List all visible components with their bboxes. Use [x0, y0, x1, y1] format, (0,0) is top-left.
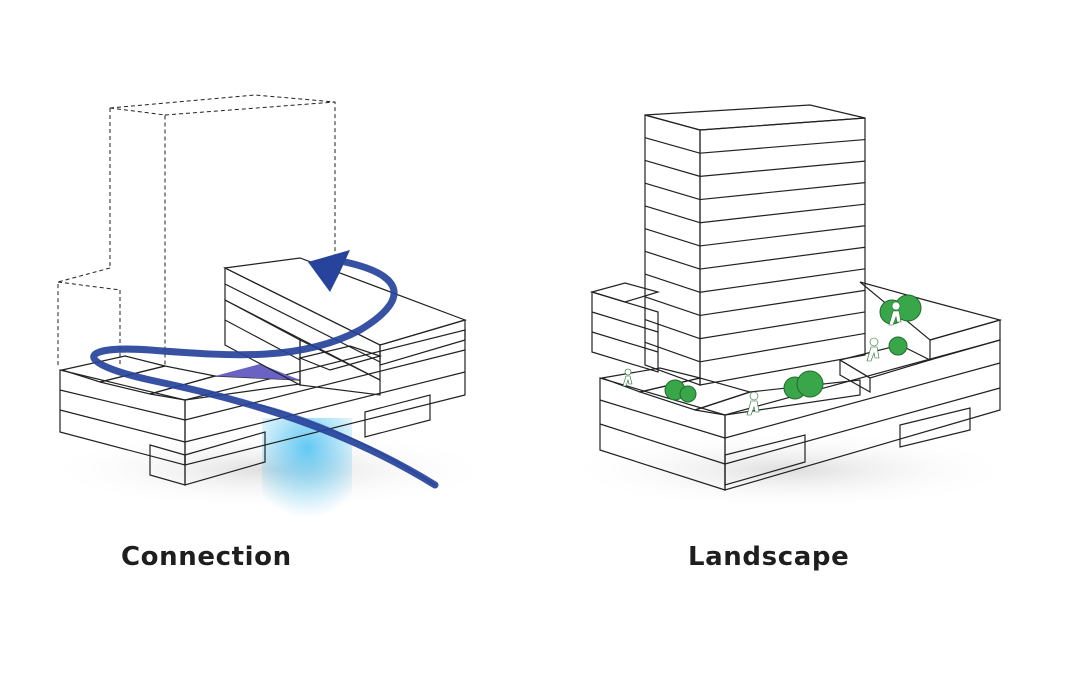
- landscape-diagram: [560, 104, 1020, 510]
- tower-floor-line: [699, 225, 866, 247]
- pilotis-right: [364, 394, 431, 438]
- tower-floor-line: [644, 250, 701, 270]
- tower-floor-line: [644, 228, 701, 247]
- tower-floor-line: [699, 332, 866, 363]
- pilotis-left: [149, 431, 266, 486]
- tower-floor-line: [699, 203, 866, 224]
- podium-base: [599, 339, 1001, 491]
- tower-floor-line: [644, 341, 701, 363]
- tower-floor-line: [644, 182, 701, 201]
- tower-floor-line: [699, 268, 866, 293]
- landscape-panel: Landscape: [540, 0, 1080, 683]
- caption-connection: Connection: [121, 542, 292, 572]
- connection-diagram: [40, 94, 500, 518]
- tower-floor-line: [644, 273, 701, 293]
- flow-arrow-icon: [90, 250, 439, 489]
- tower-floor-line: [699, 289, 866, 317]
- ground-shadow: [560, 430, 1020, 510]
- connection-panel: Connection: [40, 94, 500, 572]
- tower-floor-line: [699, 160, 866, 177]
- tower-floor-line: [644, 137, 701, 154]
- tower-floor-line: [644, 205, 701, 224]
- tower-floor-line: [699, 311, 866, 340]
- tower-floor-line: [699, 138, 866, 154]
- tower-floor-line: [644, 318, 701, 340]
- pedestrian-icon: [622, 301, 902, 416]
- tower-floor-line: [644, 296, 701, 317]
- caption-landscape: Landscape: [688, 542, 850, 572]
- tower: [644, 104, 866, 386]
- tower-floor-line: [644, 159, 701, 177]
- left-wing: [589, 282, 661, 373]
- tower-floor-line: [699, 246, 866, 270]
- podium-base: [59, 329, 466, 466]
- tree-icon: [664, 294, 922, 403]
- dashed-tower-outline-icon: [57, 94, 336, 368]
- tower-floor-line: [699, 182, 866, 201]
